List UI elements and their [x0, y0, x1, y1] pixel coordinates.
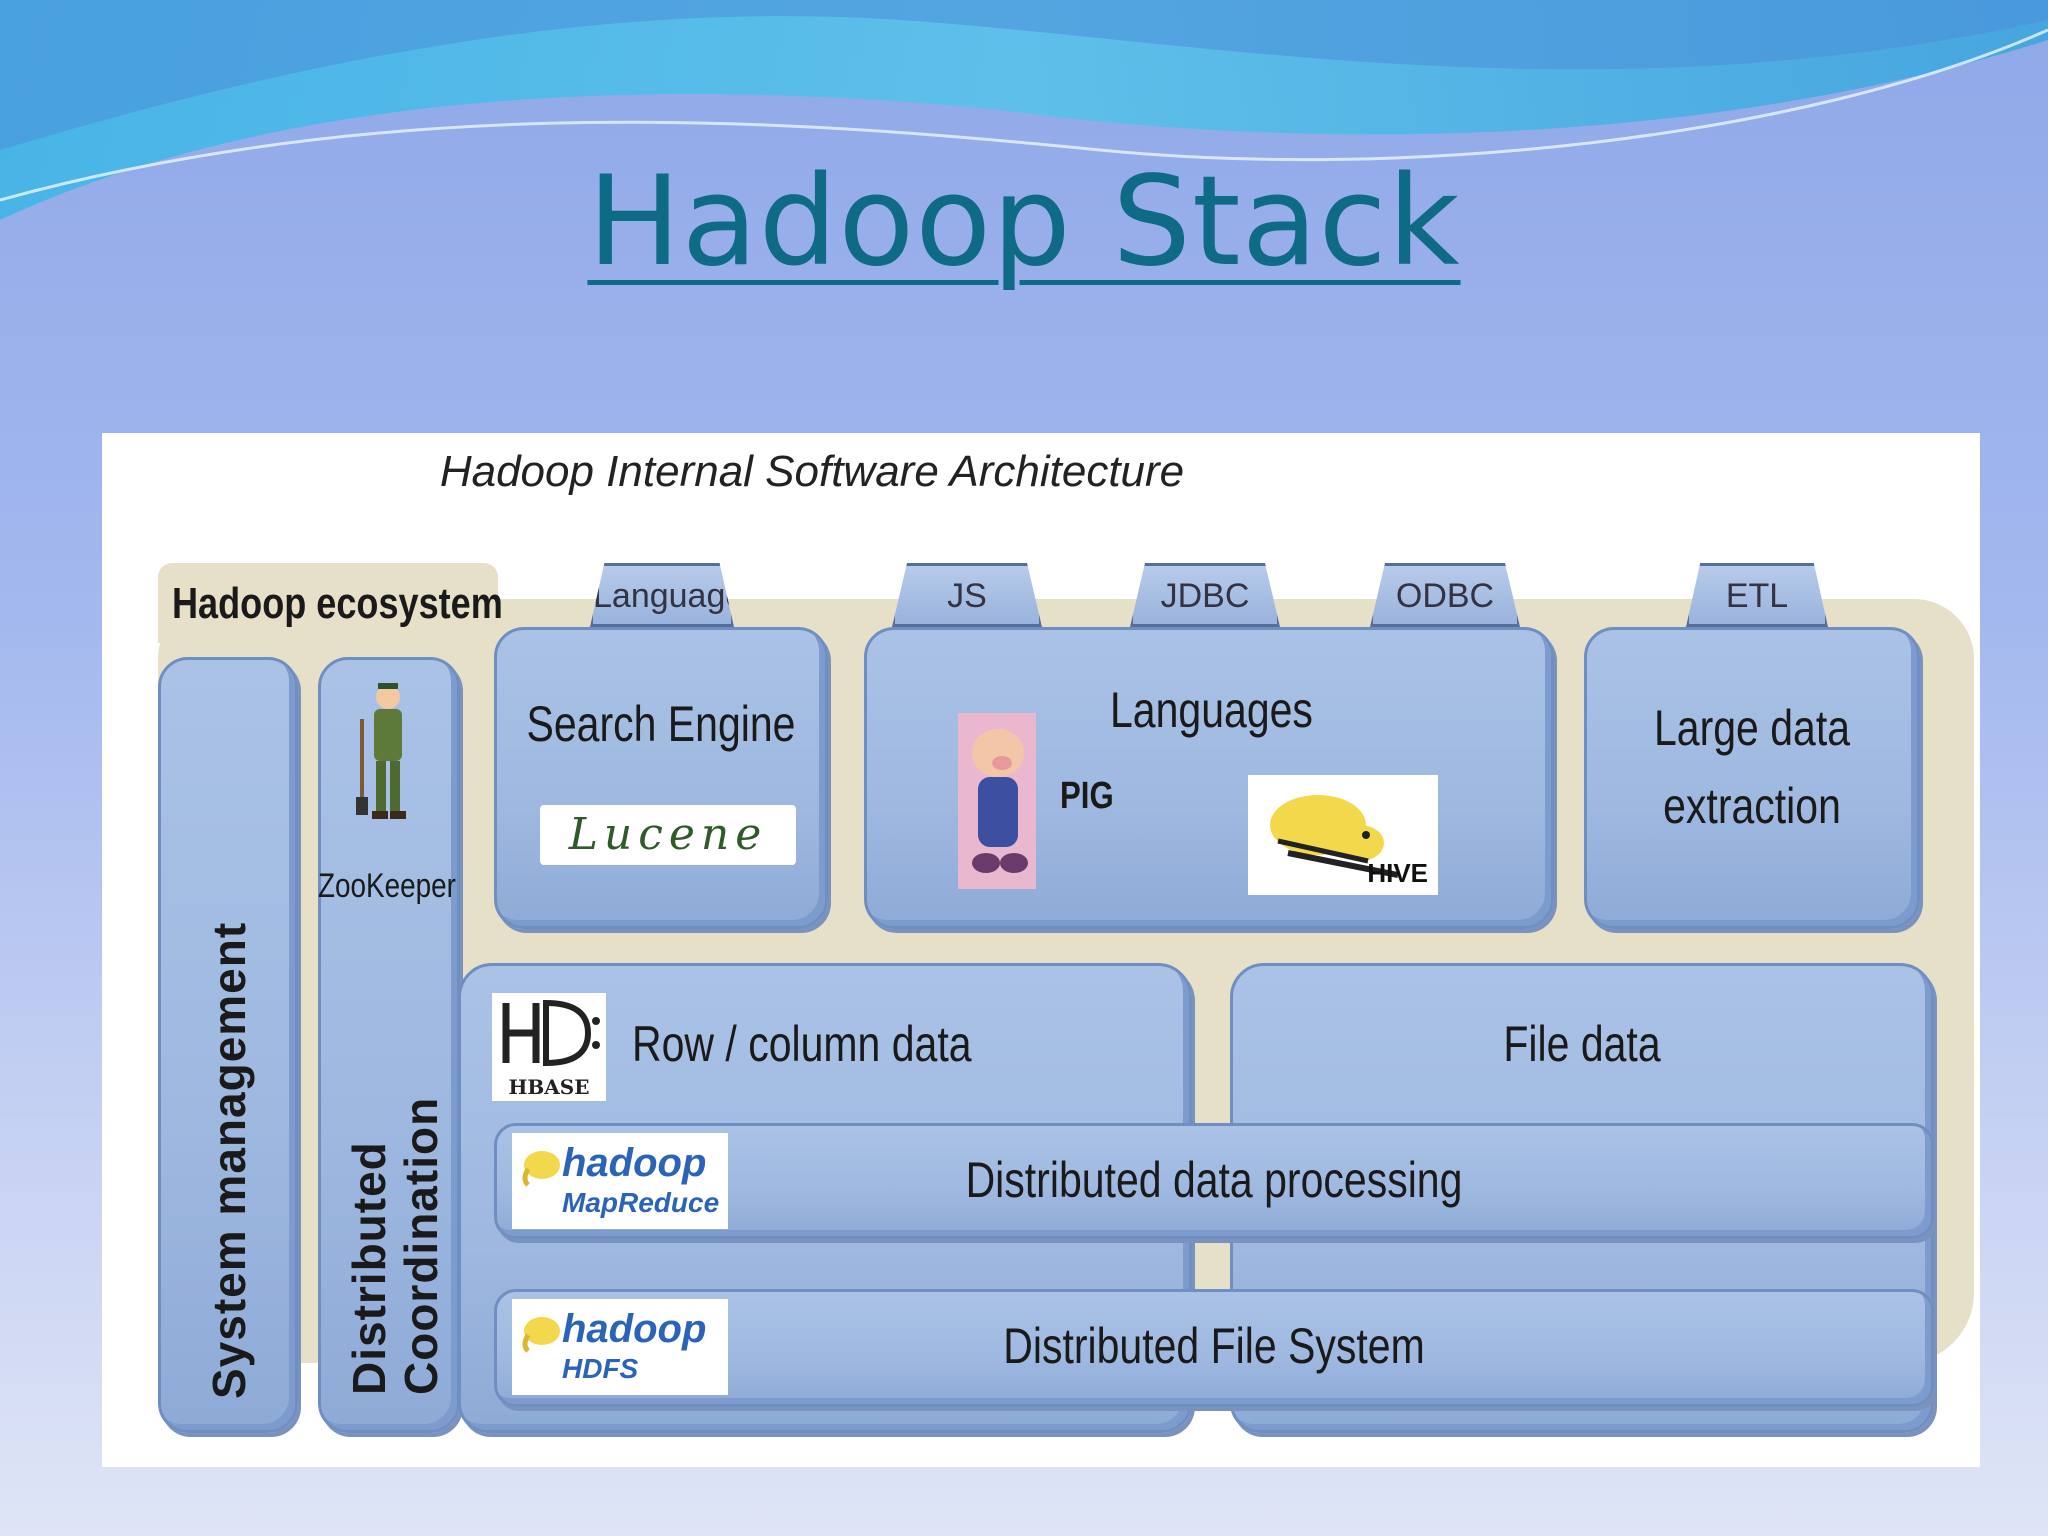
hive-icon: [1270, 795, 1399, 878]
tab-etl: ETL: [1686, 563, 1828, 627]
header-waves: [0, 0, 2048, 220]
languages-label: Languages: [1110, 682, 1313, 738]
architecture-diagram: Hadoop Internal Software Architecture Ha…: [102, 433, 1980, 1467]
pig-label: PIG: [1060, 775, 1114, 817]
hdfs-logo-top: hadoop: [562, 1307, 707, 1351]
zookeeper-label: ZooKeeper: [318, 867, 456, 905]
distributed-processing-box: [494, 1123, 1934, 1239]
hive-label: HIVE: [1367, 858, 1428, 888]
coordination-label: Coordination: [395, 1096, 447, 1395]
row-column-data-label: Row / column data: [632, 1016, 972, 1072]
diagram-title: Hadoop Internal Software Architecture: [439, 447, 1185, 496]
distributed-file-system-box: [494, 1289, 1934, 1407]
hdfs-logo: hadoop HDFS: [512, 1299, 728, 1395]
distributed-processing-label: Distributed data processing: [965, 1152, 1463, 1208]
large-data-extraction-box: [1584, 627, 1920, 929]
tab-jdbc: JDBC: [1130, 563, 1280, 627]
pig-icon: [958, 713, 1036, 889]
hadoop-elephant-icon: [522, 1317, 560, 1353]
large-data-line1: Large data: [1653, 700, 1851, 756]
tab-js: JS: [892, 563, 1042, 627]
mapreduce-logo-top: hadoop: [562, 1141, 707, 1185]
hdfs-logo-bottom: HDFS: [562, 1353, 639, 1384]
distributed-label: Distributed: [343, 1141, 395, 1395]
coordination-box: [318, 657, 460, 1433]
lucene-logo-text: Lucene: [568, 809, 768, 860]
hadoop-elephant-icon: [522, 1151, 560, 1187]
distributed-file-system-label: Distributed File System: [1003, 1318, 1425, 1374]
mapreduce-logo-bottom: MapReduce: [562, 1187, 720, 1218]
slide-title: Hadoop Stack: [587, 150, 1461, 294]
ecosystem-label: Hadoop ecosystem: [172, 579, 503, 628]
system-management-box: [158, 657, 298, 1433]
file-data-label: File data: [1503, 1016, 1661, 1072]
hbase-icon: [502, 999, 600, 1067]
hbase-label: HBASE: [508, 1075, 590, 1099]
hive-logo: HIVE: [1248, 775, 1438, 895]
system-management-label: System management: [203, 921, 255, 1399]
zookeeper-icon: [356, 683, 406, 819]
mapreduce-logo: hadoop MapReduce: [512, 1133, 728, 1229]
search-engine-label: Search Engine: [526, 696, 796, 752]
large-data-line2: extraction: [1663, 778, 1841, 834]
search-engine-box: [494, 627, 828, 929]
hbase-logo: HBASE: [492, 993, 606, 1101]
tab-odbc: ODBC: [1370, 563, 1520, 627]
lucene-logo: Lucene: [540, 805, 796, 865]
tab-language: Language: [590, 563, 734, 627]
